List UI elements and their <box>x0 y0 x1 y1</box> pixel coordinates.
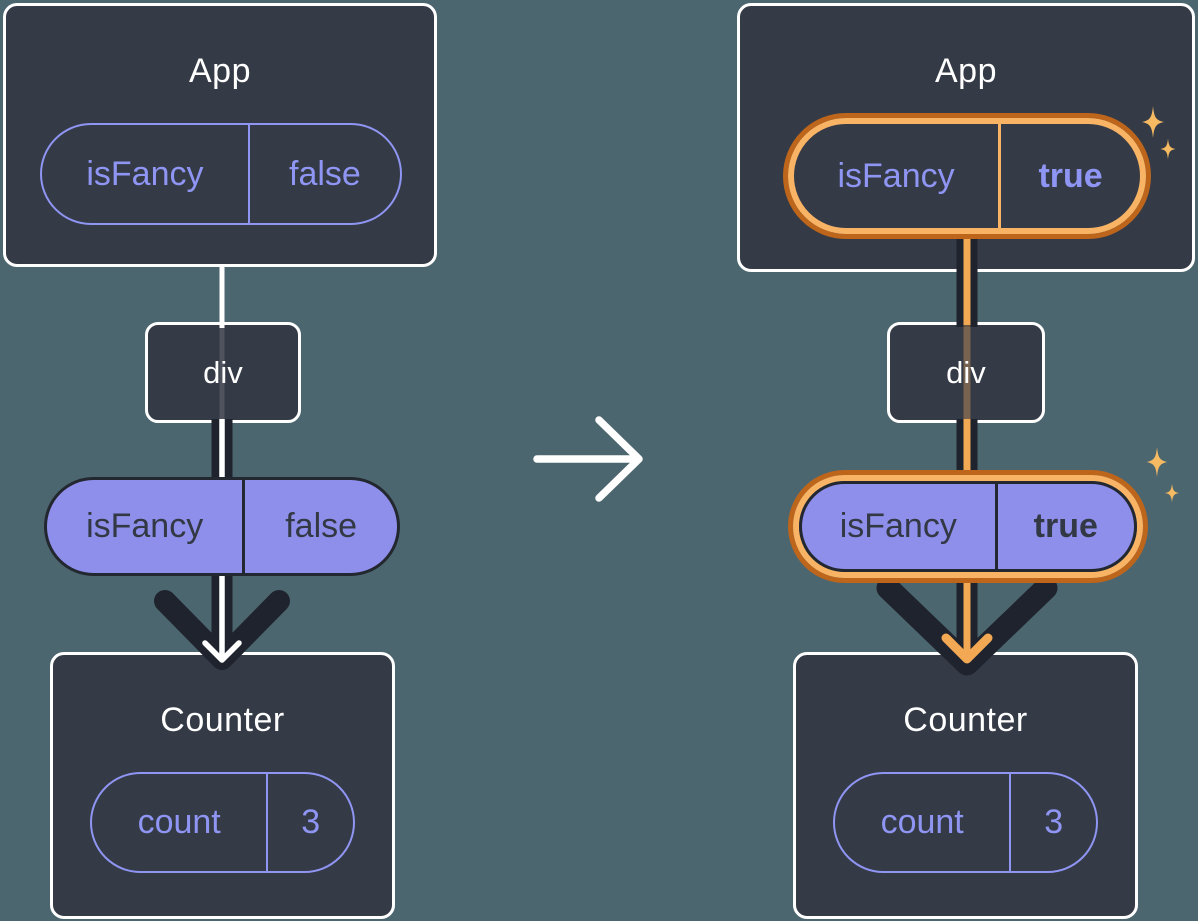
before-app-state-pill: isFancy false <box>40 123 402 225</box>
state-value-cell: false <box>247 125 400 223</box>
state-name-label: count <box>880 803 964 841</box>
sparkle-icon <box>1142 106 1164 138</box>
state-value-cell: 3 <box>1009 774 1096 871</box>
after-passed-prop-pill-highlight: isFancy true <box>788 470 1148 583</box>
state-value-label: true <box>1038 156 1103 195</box>
sparkle-icon <box>1146 447 1168 477</box>
state-name-cell: count <box>92 774 266 871</box>
before-div-label: div <box>203 354 243 390</box>
prop-name-cell: isFancy <box>802 484 995 569</box>
state-name-cell: count <box>835 774 1009 871</box>
state-name-cell: isFancy <box>42 125 248 223</box>
state-value-cell: 3 <box>266 774 353 871</box>
after-div-label: div <box>946 354 986 390</box>
state-value-cell: true <box>998 124 1140 228</box>
after-app-state-pill-highlight: isFancy true <box>783 113 1151 239</box>
after-counter-state-pill: count 3 <box>833 772 1098 873</box>
after-arrowhead-orange-icon <box>941 633 993 664</box>
prop-value-label: false <box>285 507 358 545</box>
before-passed-prop-pill: isFancy false <box>44 477 400 576</box>
after-prop-flow-arrow <box>876 230 1058 676</box>
after-arrowhead-dark-icon <box>876 576 1058 676</box>
prop-value-label: true <box>1033 507 1098 545</box>
prop-name-label: isFancy <box>86 507 204 545</box>
state-name-label: isFancy <box>86 154 204 193</box>
after-counter-title: Counter <box>903 701 1028 739</box>
before-app-title: App <box>189 52 251 90</box>
prop-name-cell: isFancy <box>47 480 242 573</box>
after-app-state-pill: isFancy true <box>794 124 1140 228</box>
state-name-cell: isFancy <box>794 124 998 228</box>
before-counter-title: Counter <box>160 701 285 739</box>
state-value-label: false <box>289 154 361 193</box>
state-name-label: count <box>137 803 221 841</box>
after-passed-prop-pill: isFancy true <box>799 481 1137 572</box>
highlight-inner-ring: isFancy true <box>793 475 1143 578</box>
highlight-inner-ring: isFancy true <box>788 118 1146 234</box>
sparkle-icon <box>1165 483 1179 503</box>
before-arrowhead-white-icon <box>202 640 242 663</box>
state-value-label: 3 <box>301 803 321 841</box>
after-app-title: App <box>935 52 997 90</box>
prop-value-cell: true <box>994 484 1134 569</box>
prop-name-label: isFancy <box>839 507 957 545</box>
transition-arrow-icon <box>533 416 643 502</box>
prop-value-cell: false <box>242 480 397 573</box>
sparkle-icon <box>1160 138 1176 160</box>
state-value-label: 3 <box>1044 803 1064 841</box>
before-counter-state-pill: count 3 <box>90 772 355 873</box>
state-name-label: isFancy <box>837 156 955 195</box>
